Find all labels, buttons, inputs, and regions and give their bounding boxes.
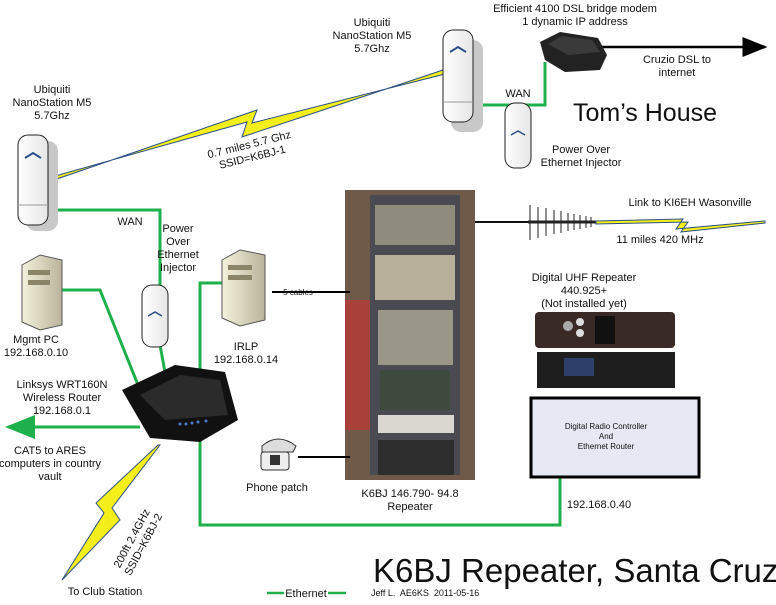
diagram-title: K6BJ Repeater, Santa Cruz — [373, 552, 776, 589]
router-icon — [122, 365, 238, 442]
dsl-modem-icon — [540, 32, 607, 72]
nanostation-home-icon — [442, 29, 483, 132]
repeater-rack-photo — [345, 190, 475, 480]
phone-patch-label: Phone patch — [246, 482, 308, 494]
controller-box — [529, 396, 701, 479]
poe-injector-home-icon — [504, 102, 532, 169]
controller-ip-label: 192.168.0.40 — [567, 499, 631, 511]
legend-ethernet-label: Ethernet — [285, 588, 327, 600]
cables-label: 5 cables — [283, 288, 313, 297]
author-label: Jeff L. AE6KS 2011-05-16 — [371, 588, 479, 598]
uhf-radio-icon — [535, 312, 675, 388]
mgmt-pc-icon — [21, 254, 63, 331]
yagi-antenna-icon — [528, 205, 596, 240]
home-title: Tom’s House — [573, 99, 717, 127]
club-station-label: To Club Station — [68, 586, 143, 598]
link-5ghz-label: 0.7 miles 5.7 GhzSSID=K6BJ-1 — [206, 129, 295, 174]
home-wan-label: WAN — [505, 88, 530, 100]
wireless-link-24ghz — [61, 444, 162, 581]
site-wan-label: WAN — [117, 216, 142, 228]
nanostation-remote-icon — [17, 134, 58, 231]
poe-injector-site-icon — [141, 284, 169, 348]
wireless-link-uhf — [475, 205, 766, 240]
ethernet-links — [5, 62, 562, 527]
link-24ghz-label: 200ft 2.4GHzSSID=K6BJ-2 — [111, 506, 165, 578]
irlp-pc-icon — [221, 249, 266, 327]
phone-icon — [260, 438, 297, 471]
legend: Ethernet — [267, 586, 346, 600]
